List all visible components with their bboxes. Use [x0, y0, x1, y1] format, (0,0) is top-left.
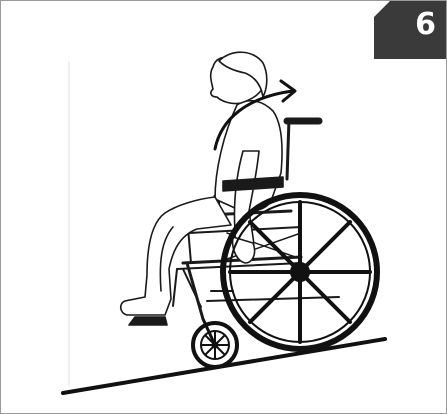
- person-figure: [121, 52, 283, 325]
- caster-wheel: [193, 319, 237, 367]
- step-number: 6: [415, 7, 436, 43]
- rear-wheel: [223, 195, 377, 349]
